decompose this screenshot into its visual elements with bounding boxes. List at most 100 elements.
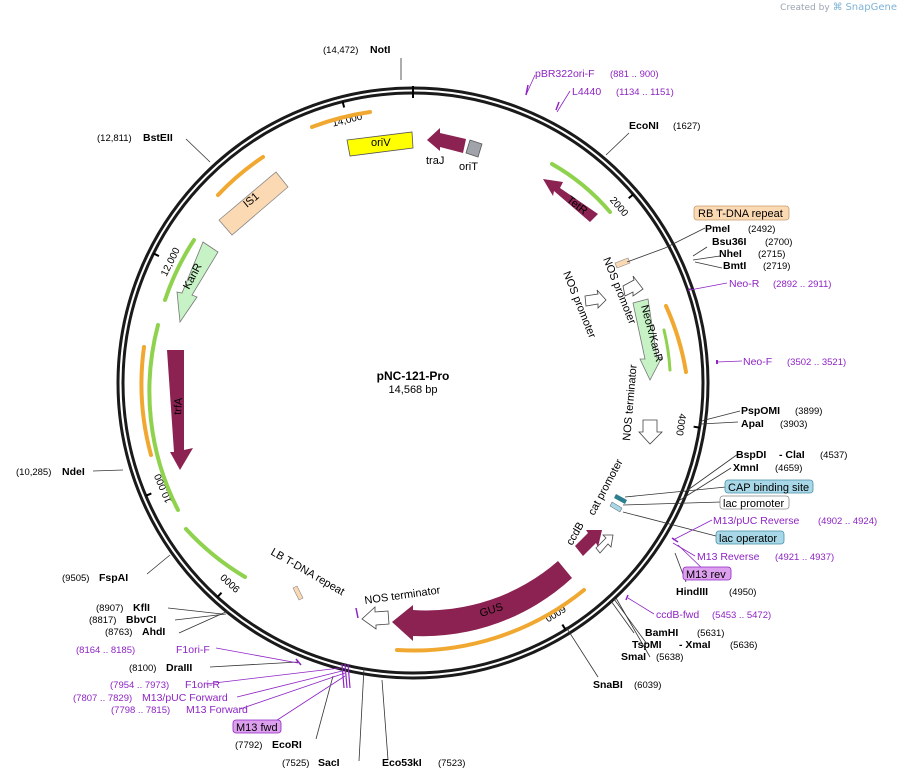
svg-text:(5631): (5631) [697, 628, 724, 639]
primer-m13-puc-reverse[interactable]: M13/pUC Reverse(4902 .. 4924) [713, 515, 877, 527]
site-ahdi[interactable]: (8763) AhdI [105, 626, 165, 638]
label-lb: LB T-DNA repeat [269, 546, 347, 598]
ribbon-neo2 [662, 328, 672, 372]
site-apai[interactable]: ApaI(3903) [741, 418, 807, 430]
primer-m13-reverse[interactable]: M13 Reverse(4921 .. 4937) [697, 551, 834, 563]
svg-text:Neo-R: Neo-R [729, 278, 760, 290]
svg-text:TspMI: TspMI [632, 639, 662, 651]
svg-text:M13 fwd: M13 fwd [236, 722, 278, 734]
box-lac-operator[interactable]: lac operator [715, 530, 785, 545]
ribbon-top-orange [310, 110, 372, 129]
svg-text:(8164 .. 8185): (8164 .. 8185) [76, 645, 135, 656]
box-cap-binding-site[interactable]: CAP binding site [724, 479, 814, 494]
svg-text:M13 Forward: M13 Forward [186, 704, 248, 716]
primer-pbr322ori-f[interactable]: pBR322ori-F(881 .. 900) [535, 68, 659, 80]
site-bamhi[interactable]: BamHI (5631) [645, 627, 724, 639]
svg-text:(2492): (2492) [748, 224, 775, 235]
tick-mark [693, 425, 700, 429]
site-kfli[interactable]: (8907)KflI [96, 602, 150, 614]
site-bspdi[interactable]: BspDI- ClaI(4537) [736, 449, 847, 461]
label-nos-terminator-1: NOS terminator [621, 364, 640, 441]
svg-text:BamHI: BamHI [645, 627, 678, 639]
svg-text:ccdB-fwd: ccdB-fwd [656, 609, 699, 621]
site-pmei[interactable]: PmeI (2492) [705, 223, 775, 235]
site-xmni[interactable]: XmnI(4659) [733, 462, 802, 474]
restriction-sites[interactable]: (14,472) NotI EcoNI(1627) PmeI (2492) Bsu3… [16, 44, 847, 769]
svg-text:Neo-F: Neo-F [743, 356, 772, 368]
box-m13-fwd[interactable]: M13 fwd [232, 719, 282, 734]
feature-trfa-shape [167, 350, 193, 470]
ribbon-tet [550, 162, 612, 214]
site-bmti[interactable]: BmtI(2719) [723, 260, 790, 272]
svg-text:EcoRI: EcoRI [272, 739, 302, 751]
site-snabi[interactable]: SnaBI(6039) [593, 679, 661, 691]
box-rb-tdna[interactable]: RB T-DNA repeat [693, 205, 790, 221]
svg-text:(3502 .. 3521): (3502 .. 3521) [787, 357, 846, 368]
primer-neo-f[interactable]: Neo-F (3502 .. 3521) [743, 356, 846, 368]
svg-text:NotI: NotI [370, 44, 390, 56]
site-ecori[interactable]: (7792)EcoRI [235, 739, 302, 751]
svg-text:RB T-DNA repeat: RB T-DNA repeat [698, 208, 783, 220]
primer-neo-r[interactable]: Neo-R(2892 .. 2911) [729, 278, 831, 290]
svg-text:(12,811): (12,811) [97, 133, 132, 144]
tick-label: 4000 [673, 413, 687, 437]
primers[interactable]: pBR322ori-F(881 .. 900) L4440(1134 .. 11… [73, 68, 877, 716]
svg-text:(2715): (2715) [758, 249, 785, 260]
svg-text:BbvCI: BbvCI [126, 614, 156, 626]
feature-cat-promoter-shape [595, 534, 614, 554]
svg-text:(8817): (8817) [89, 615, 116, 626]
primer-m13-puc-forward[interactable]: (7807 .. 7829)M13/pUC Forward [73, 692, 228, 704]
site-econi[interactable]: EcoNI(1627) [629, 120, 700, 132]
site-noti[interactable]: (14,472) NotI [323, 44, 390, 56]
feature-rb-shape [614, 257, 631, 269]
primer-mark-l4440 [555, 101, 560, 111]
svg-text:L4440: L4440 [572, 86, 601, 98]
ribbon-gus-orange [395, 588, 586, 653]
site-smai[interactable]: SmaI(5638) [621, 651, 683, 663]
boxed-labels[interactable]: RB T-DNA repeat CAP binding site lac pro… [232, 205, 814, 734]
svg-text:(8907): (8907) [96, 603, 123, 614]
primer-f1ori-r[interactable]: (7954 .. 7973)F1ori-R [110, 679, 220, 691]
box-m13-rev[interactable]: M13 rev [682, 566, 732, 581]
box-lac-promoter[interactable]: lac promoter [719, 495, 790, 510]
site-hindiii[interactable]: HindIII(4950) [676, 586, 756, 598]
svg-text:BstEII: BstEII [143, 132, 173, 144]
svg-text:(4950): (4950) [729, 587, 756, 598]
svg-text:PmeI: PmeI [705, 223, 730, 235]
ribbon-is1-orange [216, 155, 265, 197]
svg-text:(2700): (2700) [765, 237, 792, 248]
feature-ccdb-shape [575, 530, 602, 556]
backbone-inner [121, 91, 705, 675]
primer-m13-forward[interactable]: (7798 .. 7815)M13 Forward [111, 704, 248, 716]
snapgene-logo-icon: ⌘ [832, 2, 843, 13]
svg-text:(8763): (8763) [105, 627, 132, 638]
leader-lines [92, 58, 741, 762]
site-nhei[interactable]: NheI(2715) [719, 248, 785, 260]
primer-l4440[interactable]: L4440(1134 .. 1151) [572, 86, 674, 98]
tick-mark [561, 624, 567, 631]
site-bsu36i[interactable]: Bsu36I(2700) [712, 236, 792, 248]
primer-f1ori-f[interactable]: (8164 .. 8185) F1ori-F [76, 644, 210, 656]
site-pspomi[interactable]: PspOMI(3899) [741, 405, 822, 417]
site-draiii[interactable]: (8100)DraIII [129, 662, 192, 674]
site-bsteii[interactable]: (12,811) BstEII [97, 132, 173, 144]
site-saci[interactable]: (7525)SacI [282, 757, 340, 769]
svg-text:F1ori-R: F1ori-R [185, 679, 220, 691]
svg-text:(14,472): (14,472) [323, 45, 358, 56]
svg-text:F1ori-F: F1ori-F [176, 644, 210, 656]
plasmid-name: pNC-121-Pro [377, 369, 450, 383]
ribbon-kan-green [163, 238, 196, 302]
features [167, 84, 718, 689]
site-ndei[interactable]: (10,285)NdeI [16, 466, 85, 478]
site-eco53ki[interactable]: Eco53kI(7523) [382, 757, 465, 769]
svg-text:AhdI: AhdI [142, 626, 165, 638]
feature-nos-terminator-2-shape [361, 606, 390, 630]
site-bbvci[interactable]: (8817) BbvCI [89, 614, 156, 626]
svg-text:(3899): (3899) [795, 406, 822, 417]
primer-leaders [205, 74, 743, 727]
primer-ccdb-fwd[interactable]: ccdB-fwd(5453 .. 5472) [656, 609, 771, 621]
site-tspmi[interactable]: TspMI- XmaI(5636) [632, 639, 757, 651]
svg-text:SacI: SacI [318, 757, 340, 769]
site-fspai[interactable]: (9505)FspAI [62, 572, 128, 584]
svg-text:(1627): (1627) [673, 121, 700, 132]
